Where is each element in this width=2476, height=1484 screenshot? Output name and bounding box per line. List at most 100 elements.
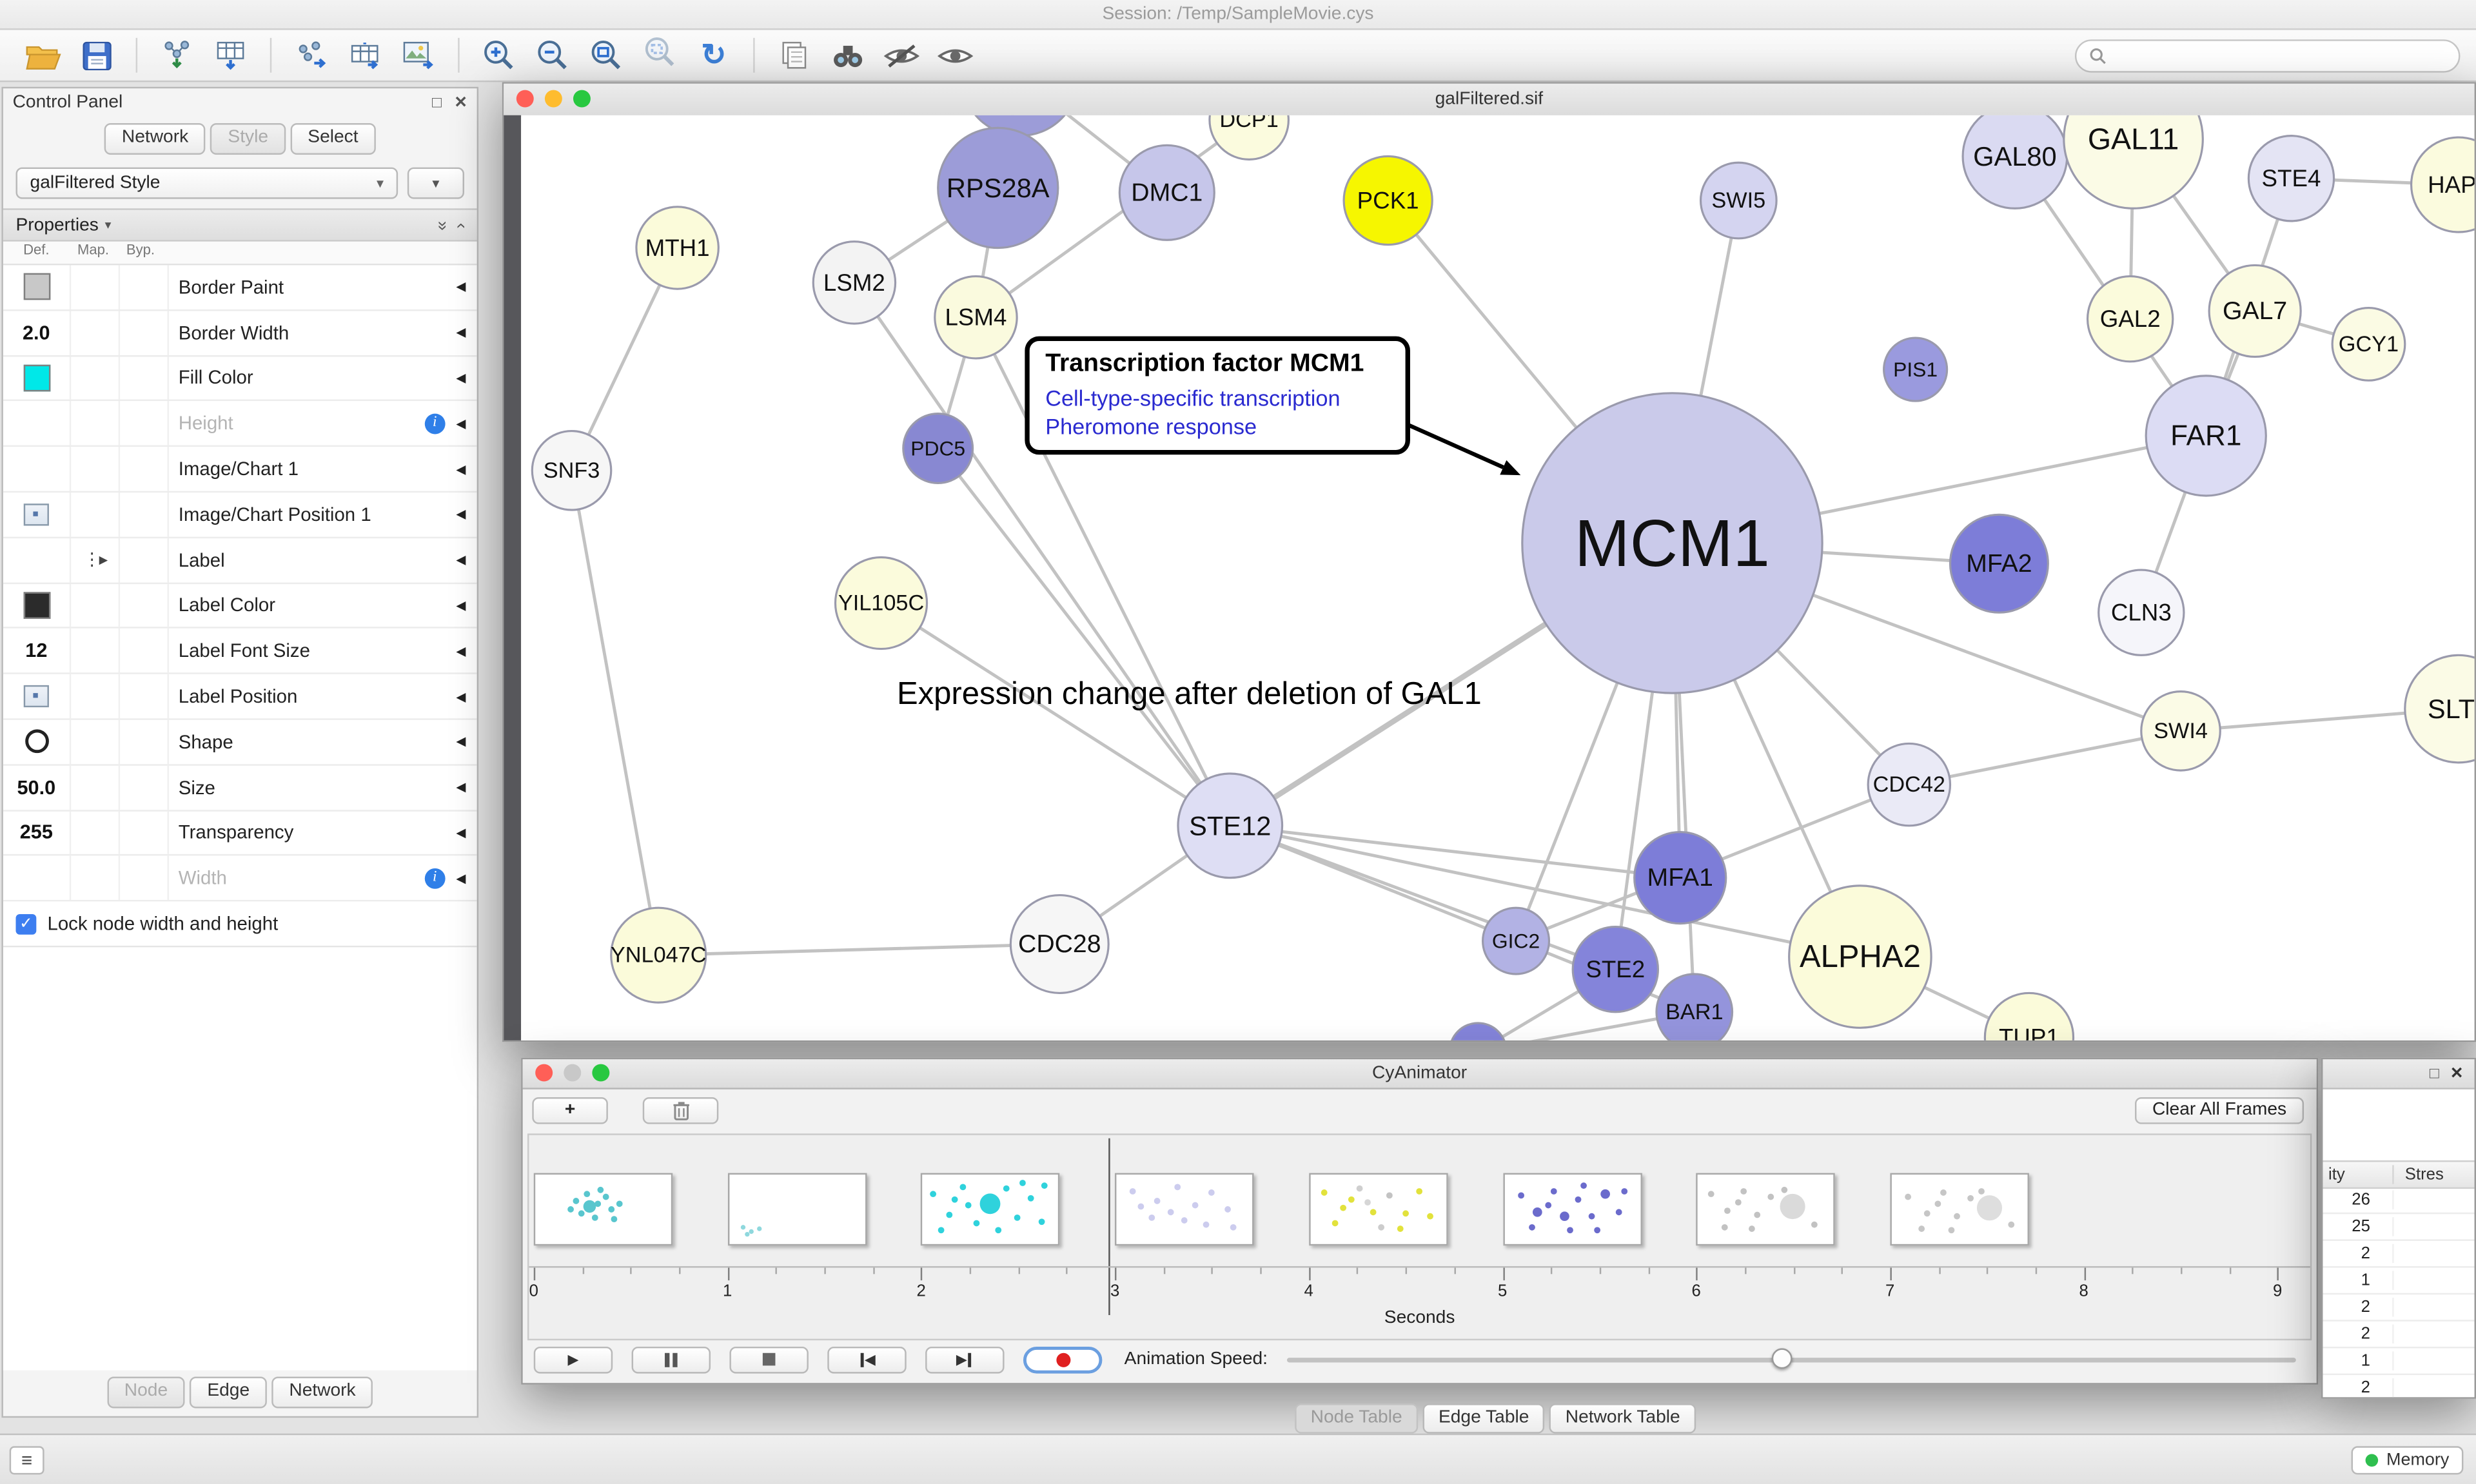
search-box[interactable] — [2074, 39, 2461, 72]
mapping-cell[interactable] — [71, 447, 121, 491]
network-node[interactable]: MFA1 — [1633, 831, 1727, 925]
stop-button[interactable] — [729, 1345, 809, 1373]
network-node[interactable]: HAP4 — [2410, 136, 2475, 233]
mapping-cell[interactable] — [71, 810, 121, 855]
network-node[interactable] — [1449, 1022, 1506, 1040]
property-row[interactable]: Label Color◀ — [3, 583, 477, 629]
frame-thumbnail[interactable] — [1308, 1173, 1448, 1246]
default-value-cell[interactable] — [3, 356, 72, 400]
go-to-start-button[interactable]: ◀ — [827, 1345, 907, 1373]
tab-node-style[interactable]: Node — [106, 1376, 186, 1409]
frame-thumbnail[interactable] — [533, 1173, 673, 1246]
float-window-icon[interactable]: □ — [2429, 1064, 2439, 1082]
mapping-cell[interactable]: ⋮▸ — [71, 538, 121, 582]
search-input[interactable] — [2114, 44, 2446, 66]
bypass-cell[interactable] — [120, 674, 170, 719]
bypass-cell[interactable] — [120, 583, 170, 628]
network-node[interactable]: SNF3 — [531, 429, 613, 511]
slider-thumb[interactable] — [1771, 1348, 1793, 1369]
table-row[interactable]: 26 — [2323, 1187, 2475, 1215]
bypass-cell[interactable] — [120, 447, 170, 491]
color-swatch[interactable] — [23, 364, 50, 392]
network-node[interactable]: PIS1 — [1883, 337, 1949, 402]
default-value-cell[interactable]: 12 — [3, 629, 72, 673]
network-node[interactable]: TUP1 — [1983, 991, 2075, 1040]
network-node[interactable]: LSM2 — [812, 240, 897, 325]
info-icon[interactable]: i — [424, 868, 446, 889]
property-row[interactable]: Border Paint◀ — [3, 265, 477, 311]
info-icon[interactable]: i — [424, 413, 446, 434]
network-node[interactable]: PDC5 — [902, 413, 974, 484]
network-node[interactable]: GCY1 — [2331, 306, 2406, 382]
expand-row-icon[interactable]: ◀ — [456, 552, 466, 567]
color-swatch[interactable] — [23, 592, 50, 619]
frame-thumbnail[interactable] — [921, 1173, 1061, 1246]
bypass-cell[interactable] — [120, 401, 170, 446]
memory-button[interactable]: Memory — [2352, 1446, 2464, 1475]
bypass-cell[interactable] — [120, 856, 170, 901]
tab-network[interactable]: Network — [104, 123, 206, 155]
table-row[interactable]: 1 — [2323, 1268, 2475, 1295]
annotation-link[interactable]: Pheromone response — [1045, 414, 1257, 440]
clear-all-frames-button[interactable]: Clear All Frames — [2135, 1096, 2304, 1124]
expand-row-icon[interactable]: ◀ — [456, 280, 466, 295]
position-icon[interactable] — [23, 685, 49, 708]
export-table-icon[interactable] — [338, 35, 391, 76]
tab-network-table[interactable]: Network Table — [1549, 1403, 1696, 1434]
expand-row-icon[interactable]: ◀ — [456, 507, 466, 522]
network-node[interactable]: STE12 — [1177, 772, 1284, 879]
default-value-cell[interactable] — [3, 538, 72, 582]
expand-row-icon[interactable]: ◀ — [456, 689, 466, 704]
network-node[interactable]: MFA2 — [1949, 513, 2049, 614]
close-window-icon[interactable] — [516, 90, 534, 108]
network-node[interactable]: GAL80 — [1961, 115, 2068, 210]
network-node[interactable]: YIL105C — [834, 556, 928, 650]
network-node[interactable]: PCK1 — [1342, 155, 1433, 246]
network-node[interactable]: MCM1 — [1521, 392, 1823, 694]
zoom-in-icon[interactable] — [472, 35, 526, 76]
network-node[interactable]: SWI4 — [2140, 690, 2221, 772]
expand-row-icon[interactable]: ◀ — [456, 643, 466, 658]
network-node[interactable]: STE2 — [1571, 925, 1660, 1013]
mapping-cell[interactable] — [71, 765, 121, 810]
expand-row-icon[interactable]: ◀ — [456, 371, 466, 386]
tab-network-style[interactable]: Network — [271, 1376, 373, 1409]
table-row[interactable]: 2 — [2323, 1322, 2475, 1349]
minimize-window-icon[interactable] — [544, 90, 562, 108]
go-to-end-button[interactable]: ▶ — [925, 1345, 1005, 1373]
default-value-cell[interactable] — [3, 493, 72, 537]
import-table-icon[interactable] — [204, 35, 257, 76]
position-icon[interactable] — [23, 503, 49, 526]
style-selector[interactable]: galFiltered Style ▾ — [15, 167, 398, 199]
property-row[interactable]: Image/Chart Position 1◀ — [3, 493, 477, 538]
mapping-cell[interactable] — [71, 493, 121, 537]
table-row[interactable]: 25 — [2323, 1214, 2475, 1241]
mapping-cell[interactable] — [71, 719, 121, 764]
bypass-cell[interactable] — [120, 765, 170, 810]
default-value-cell[interactable] — [3, 401, 72, 446]
network-node[interactable]: SWI5 — [1699, 161, 1778, 240]
property-row[interactable]: Image/Chart 1◀ — [3, 447, 477, 493]
expand-row-icon[interactable]: ◀ — [456, 416, 466, 431]
mapping-cell[interactable] — [71, 583, 121, 628]
style-options-button[interactable]: ▾ — [407, 167, 465, 199]
close-panel-icon[interactable]: ✕ — [454, 93, 467, 112]
network-node[interactable]: CDC28 — [1009, 893, 1110, 995]
network-node[interactable]: MTH1 — [635, 206, 720, 290]
animation-speed-slider[interactable] — [1286, 1348, 2296, 1370]
bypass-cell[interactable] — [120, 356, 170, 400]
default-value-cell[interactable] — [3, 856, 72, 901]
expand-row-icon[interactable]: ◀ — [456, 462, 466, 476]
expand-all-icon[interactable]: « — [433, 220, 453, 230]
zoom-fit-icon[interactable] — [580, 35, 633, 76]
bypass-cell[interactable] — [120, 719, 170, 764]
network-node[interactable]: DMC1 — [1118, 144, 1215, 241]
bypass-cell[interactable] — [120, 810, 170, 855]
delete-frame-button[interactable] — [642, 1096, 719, 1124]
pause-button[interactable] — [631, 1345, 711, 1373]
column-header[interactable]: Stres — [2404, 1165, 2444, 1184]
table-panel-title-bar[interactable]: □ ✕ — [2323, 1059, 2475, 1089]
network-node[interactable]: DCP1 — [1208, 115, 1290, 161]
lock-size-checkbox[interactable]: ✓ — [15, 913, 37, 934]
